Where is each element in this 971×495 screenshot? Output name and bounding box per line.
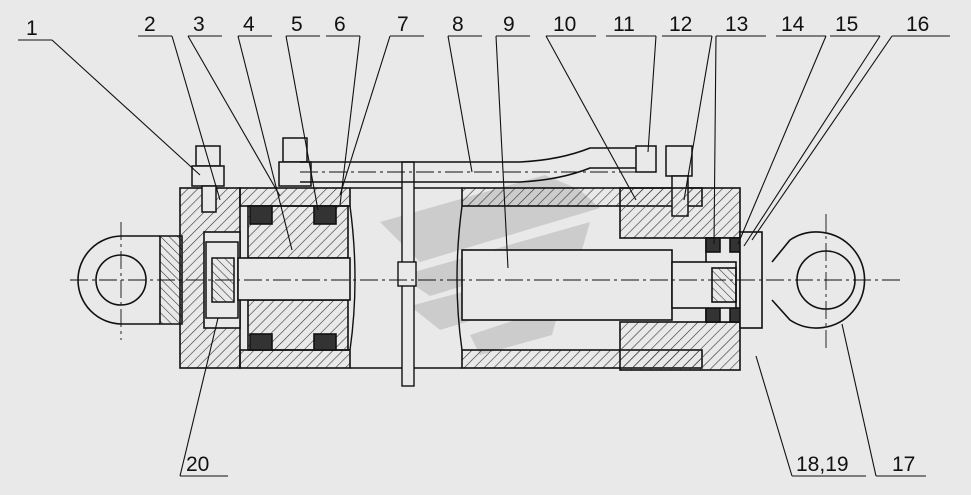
callout-12: 12: [669, 13, 693, 36]
piston: [247, 205, 349, 351]
piston-rod: [237, 249, 673, 321]
centerlines: [70, 171, 900, 352]
callout-8: 8: [452, 13, 464, 36]
port-fitting-left: [191, 145, 225, 213]
leader-lines: [18, 35, 950, 477]
break-zone: [349, 161, 463, 387]
callout-14: 14: [781, 13, 805, 36]
callout-1: 1: [26, 17, 38, 40]
callout-18-19: 18,19: [796, 453, 849, 476]
rod-end: [671, 261, 737, 309]
callout-9: 9: [503, 13, 515, 36]
callout-17: 17: [892, 453, 916, 476]
callout-2: 2: [144, 13, 156, 36]
callout-15: 15: [835, 13, 859, 36]
callout-16: 16: [906, 13, 930, 36]
callout-20: 20: [186, 453, 210, 476]
callout-10: 10: [553, 13, 577, 36]
callout-6: 6: [334, 13, 346, 36]
callout-5: 5: [291, 13, 303, 36]
port-fitting-center: [278, 137, 312, 187]
callout-4: 4: [243, 13, 255, 36]
callout-13: 13: [725, 13, 749, 36]
callout-3: 3: [193, 13, 205, 36]
callout-7: 7: [397, 13, 409, 36]
callout-11: 11: [613, 13, 635, 36]
